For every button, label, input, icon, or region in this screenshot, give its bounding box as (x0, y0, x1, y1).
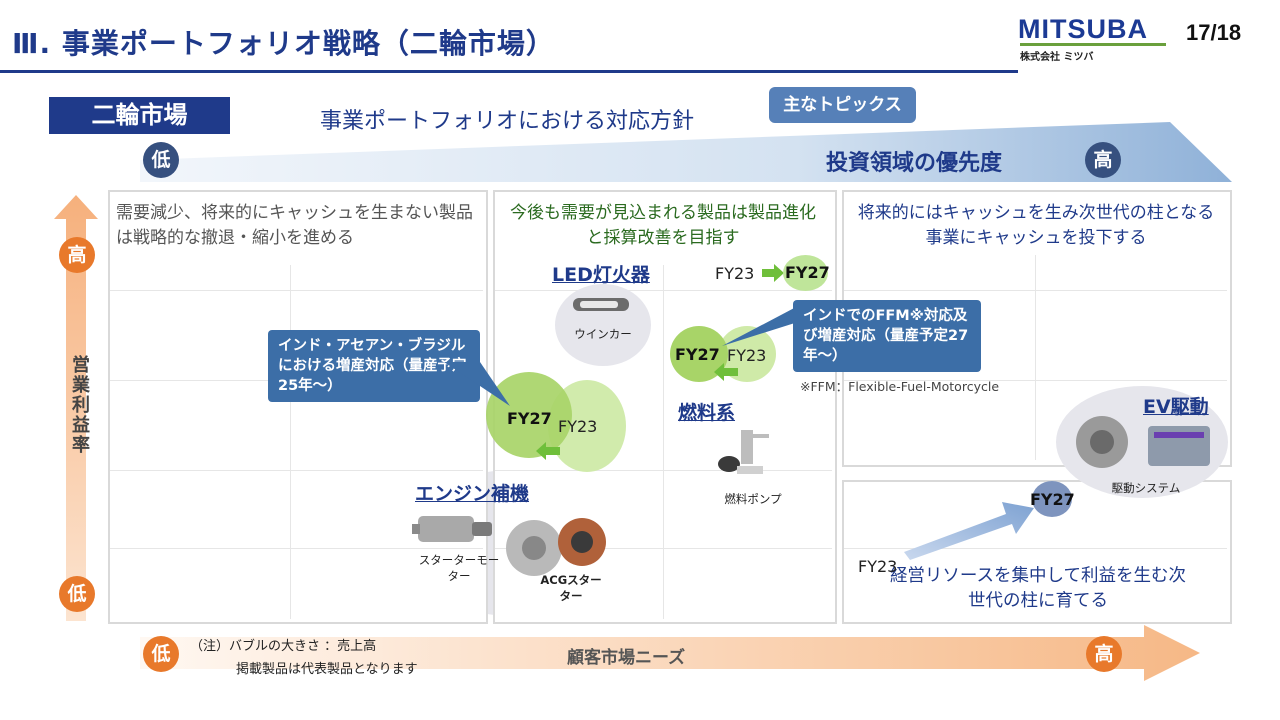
y-axis-low-badge: 低 (59, 576, 95, 612)
panel-invest-text: 将来的にはキャッシュを生み次世代の柱となる事業にキャッシュを投下する (857, 203, 1215, 248)
priority-high-badge: 高 (1085, 142, 1121, 178)
ev-fy27: FY27 (1030, 490, 1075, 509)
grid-line (110, 548, 483, 549)
fuel-pump-caption: 燃料ポンプ (724, 492, 782, 506)
priority-wedge (140, 122, 1232, 182)
y-axis-arrow (54, 195, 98, 621)
engine-fy23: FY23 (558, 417, 598, 436)
priority-label: 投資領域の優先度 (826, 151, 1003, 176)
page-number: 17/18 (1186, 20, 1242, 45)
grid-line (1035, 255, 1036, 460)
panel-improve-text: 今後も需要が見込まれる製品は製品進化と採算改善を目指す (510, 203, 816, 248)
x-axis-label: 顧客市場ニーズ (567, 648, 686, 668)
fuel-callout: インドでのFFM※対応及び増産対応（量産予定27年～） (793, 300, 981, 372)
grid-line (844, 380, 1227, 381)
led-fy27-bubble (783, 255, 828, 291)
led-fy27: FY27 (785, 263, 830, 282)
panel-next-pillar-text: 経営リソースを集中して利益を生む次世代の柱に育てる (889, 566, 1187, 611)
engine-callout-pointer (444, 362, 510, 406)
market-label: 二輪市場 (49, 97, 230, 134)
grid-line (844, 290, 1227, 291)
fuel-fy27: FY27 (675, 345, 720, 364)
engine-fy27-bubble (486, 372, 572, 458)
topics-badge[interactable]: 主なトピックス (769, 87, 916, 123)
panel-withdraw (108, 190, 488, 624)
ev-label: EV駆動 (1143, 396, 1209, 418)
ev-drive-caption: 駆動システム (1111, 481, 1181, 495)
page-title: Ⅲ. 事業ポートフォリオ戦略（二輪市場） (12, 27, 555, 60)
engine-fy27: FY27 (507, 409, 552, 428)
grid-line (844, 548, 1227, 549)
company-name-jp: 株式会社 ミツバ (1020, 52, 1094, 63)
priority-low-badge: 低 (143, 142, 179, 178)
x-axis-arrow (140, 625, 1200, 681)
fuel-arrow (714, 363, 738, 381)
acg-caption: ACGスターター (540, 573, 602, 603)
note-bubble-size: （注）バブルの大きさ ：売上高 (190, 639, 377, 654)
grid-line (495, 548, 832, 549)
fuel-label: 燃料系 (678, 402, 736, 424)
led-arrow (762, 264, 784, 282)
starter-caption: スターターモーター (418, 553, 500, 583)
ev-drive-image (1076, 416, 1210, 468)
engine-arrow (536, 442, 560, 460)
winker-caption: ウインカー (574, 327, 632, 341)
ev-growth-arrow (904, 502, 1034, 560)
grid-line (290, 265, 291, 619)
policy-heading: 事業ポートフォリオにおける対応方針 (320, 109, 695, 134)
grid-line (110, 290, 483, 291)
led-fy23: FY23 (715, 264, 755, 283)
engine-callout: インド・アセアン・ブラジルにおける増産対応（量産予定25年～） (268, 330, 480, 402)
grid-line (110, 470, 483, 471)
winker-image (573, 298, 629, 311)
panel-withdraw-text: 需要減少、将来的にキャッシュを生まない製品は戦略的な撤退・縮小を進める (116, 203, 473, 248)
fuel-fy23: FY23 (727, 346, 767, 365)
starter-motor-image (412, 516, 492, 542)
x-axis-low-badge: 低 (143, 636, 179, 672)
fuel-pump-image (718, 430, 769, 474)
title-underline (0, 70, 1018, 73)
grid-line (663, 265, 664, 619)
grid-line (495, 470, 832, 471)
ev-fy27-bubble (1032, 481, 1072, 517)
y-axis-high-badge: 高 (59, 237, 95, 273)
ffm-note: ※FFM：Flexible-Fuel-Motorcycle (800, 379, 1000, 394)
acg-starter-image (506, 518, 606, 576)
y-axis-label: 営業利益率 (69, 355, 90, 455)
x-axis-high-badge: 高 (1086, 636, 1122, 672)
logo-underline (1020, 43, 1166, 46)
note-representative: 掲載製品は代表製品となります (236, 662, 418, 677)
engine-label: エンジン補機 (415, 483, 530, 505)
grid-line (495, 290, 832, 291)
company-logo: MITSUBA (1018, 14, 1148, 44)
fuel-callout-pointer (722, 306, 798, 346)
led-bubble (555, 284, 651, 366)
ev-fy23: FY23 (858, 557, 898, 576)
led-label: LED灯火器 (552, 264, 650, 286)
